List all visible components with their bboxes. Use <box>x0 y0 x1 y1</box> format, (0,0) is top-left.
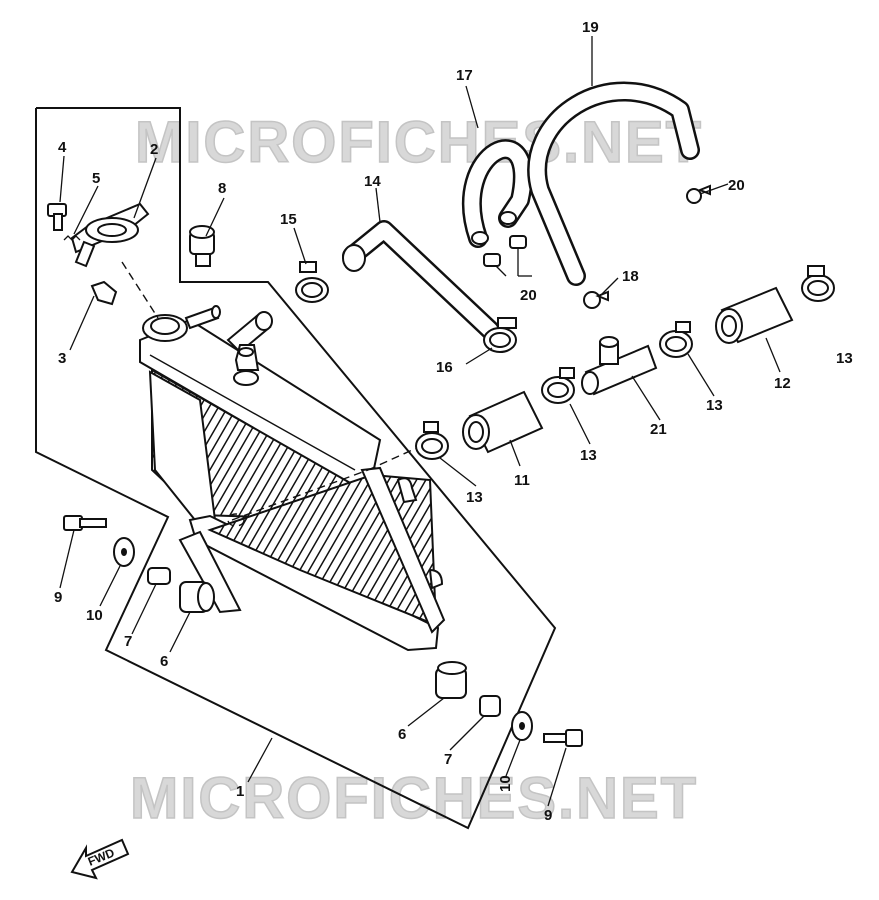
bolt-9-right <box>543 729 583 747</box>
hose-11 <box>462 390 544 454</box>
callouts: 1 2 3 4 5 6 6 7 7 8 9 9 10 10 11 12 13 1… <box>54 19 853 824</box>
washer-10-left <box>113 537 135 567</box>
callout-6-left: 6 <box>160 653 168 670</box>
radiator-mount-tab <box>396 477 418 504</box>
callout-10-right: 10 <box>497 775 514 792</box>
callout-20-lower: 20 <box>520 287 537 304</box>
callout-7-left: 7 <box>124 633 132 650</box>
grommet-6-right <box>435 661 467 699</box>
callout-1: 1 <box>236 783 244 800</box>
clip-18 <box>583 290 609 309</box>
callout-12: 12 <box>774 375 791 392</box>
clamp-13-d <box>801 265 835 302</box>
watermark-bottom: MICROFICHES.NET <box>130 766 698 831</box>
callout-13-c: 13 <box>706 397 723 414</box>
callout-17: 17 <box>456 67 473 84</box>
callout-8: 8 <box>218 180 226 197</box>
collar-7-right <box>479 695 501 717</box>
hose-19 <box>527 81 700 286</box>
callout-5: 5 <box>92 170 100 187</box>
hose-14 <box>342 220 500 340</box>
callout-10-left: 10 <box>86 607 103 624</box>
callout-13-d: 13 <box>836 350 853 367</box>
cap-spring <box>63 235 81 241</box>
grommet <box>189 225 215 267</box>
callout-7-right: 7 <box>444 751 452 768</box>
hose-12 <box>715 286 794 344</box>
callout-14: 14 <box>364 173 381 190</box>
grommet-6-left <box>179 581 215 613</box>
callout-20-top: 20 <box>728 177 745 194</box>
callout-9-right: 9 <box>544 807 552 824</box>
clamp-13-c <box>659 321 693 358</box>
callout-21: 21 <box>650 421 667 438</box>
clamp-15 <box>295 261 329 303</box>
callout-4: 4 <box>58 139 67 156</box>
cap-bolt <box>47 203 67 231</box>
clip-20-top <box>686 184 711 204</box>
radiator-cap <box>70 202 150 268</box>
callout-18: 18 <box>622 268 639 285</box>
bolt-9-left <box>63 515 107 531</box>
leader-lines <box>59 36 781 807</box>
radiator <box>121 261 446 652</box>
callout-11: 11 <box>514 472 530 489</box>
callout-2: 2 <box>150 141 158 158</box>
callout-19: 19 <box>582 19 599 36</box>
callout-6-right: 6 <box>398 726 406 743</box>
t-joint-21 <box>581 336 658 396</box>
clamp-16 <box>483 317 517 353</box>
hose-17 <box>462 139 533 248</box>
callout-16: 16 <box>436 359 453 376</box>
callout-13-b: 13 <box>580 447 597 464</box>
callout-13-a: 13 <box>466 489 483 506</box>
clamp-13-b <box>541 367 575 404</box>
fwd-arrow-icon: FWD <box>70 838 130 880</box>
callout-9-left: 9 <box>54 589 62 606</box>
collar-7-left <box>147 567 171 585</box>
radiator-right-side-panel <box>360 466 446 634</box>
watermark-top: MICROFICHES.NET <box>135 110 703 175</box>
callout-3: 3 <box>58 350 66 367</box>
cap-clip <box>90 280 118 306</box>
clip-20-lower <box>483 235 527 277</box>
callout-15: 15 <box>280 211 297 228</box>
washer-10-right <box>511 711 533 741</box>
clamp-13-a <box>415 421 449 460</box>
